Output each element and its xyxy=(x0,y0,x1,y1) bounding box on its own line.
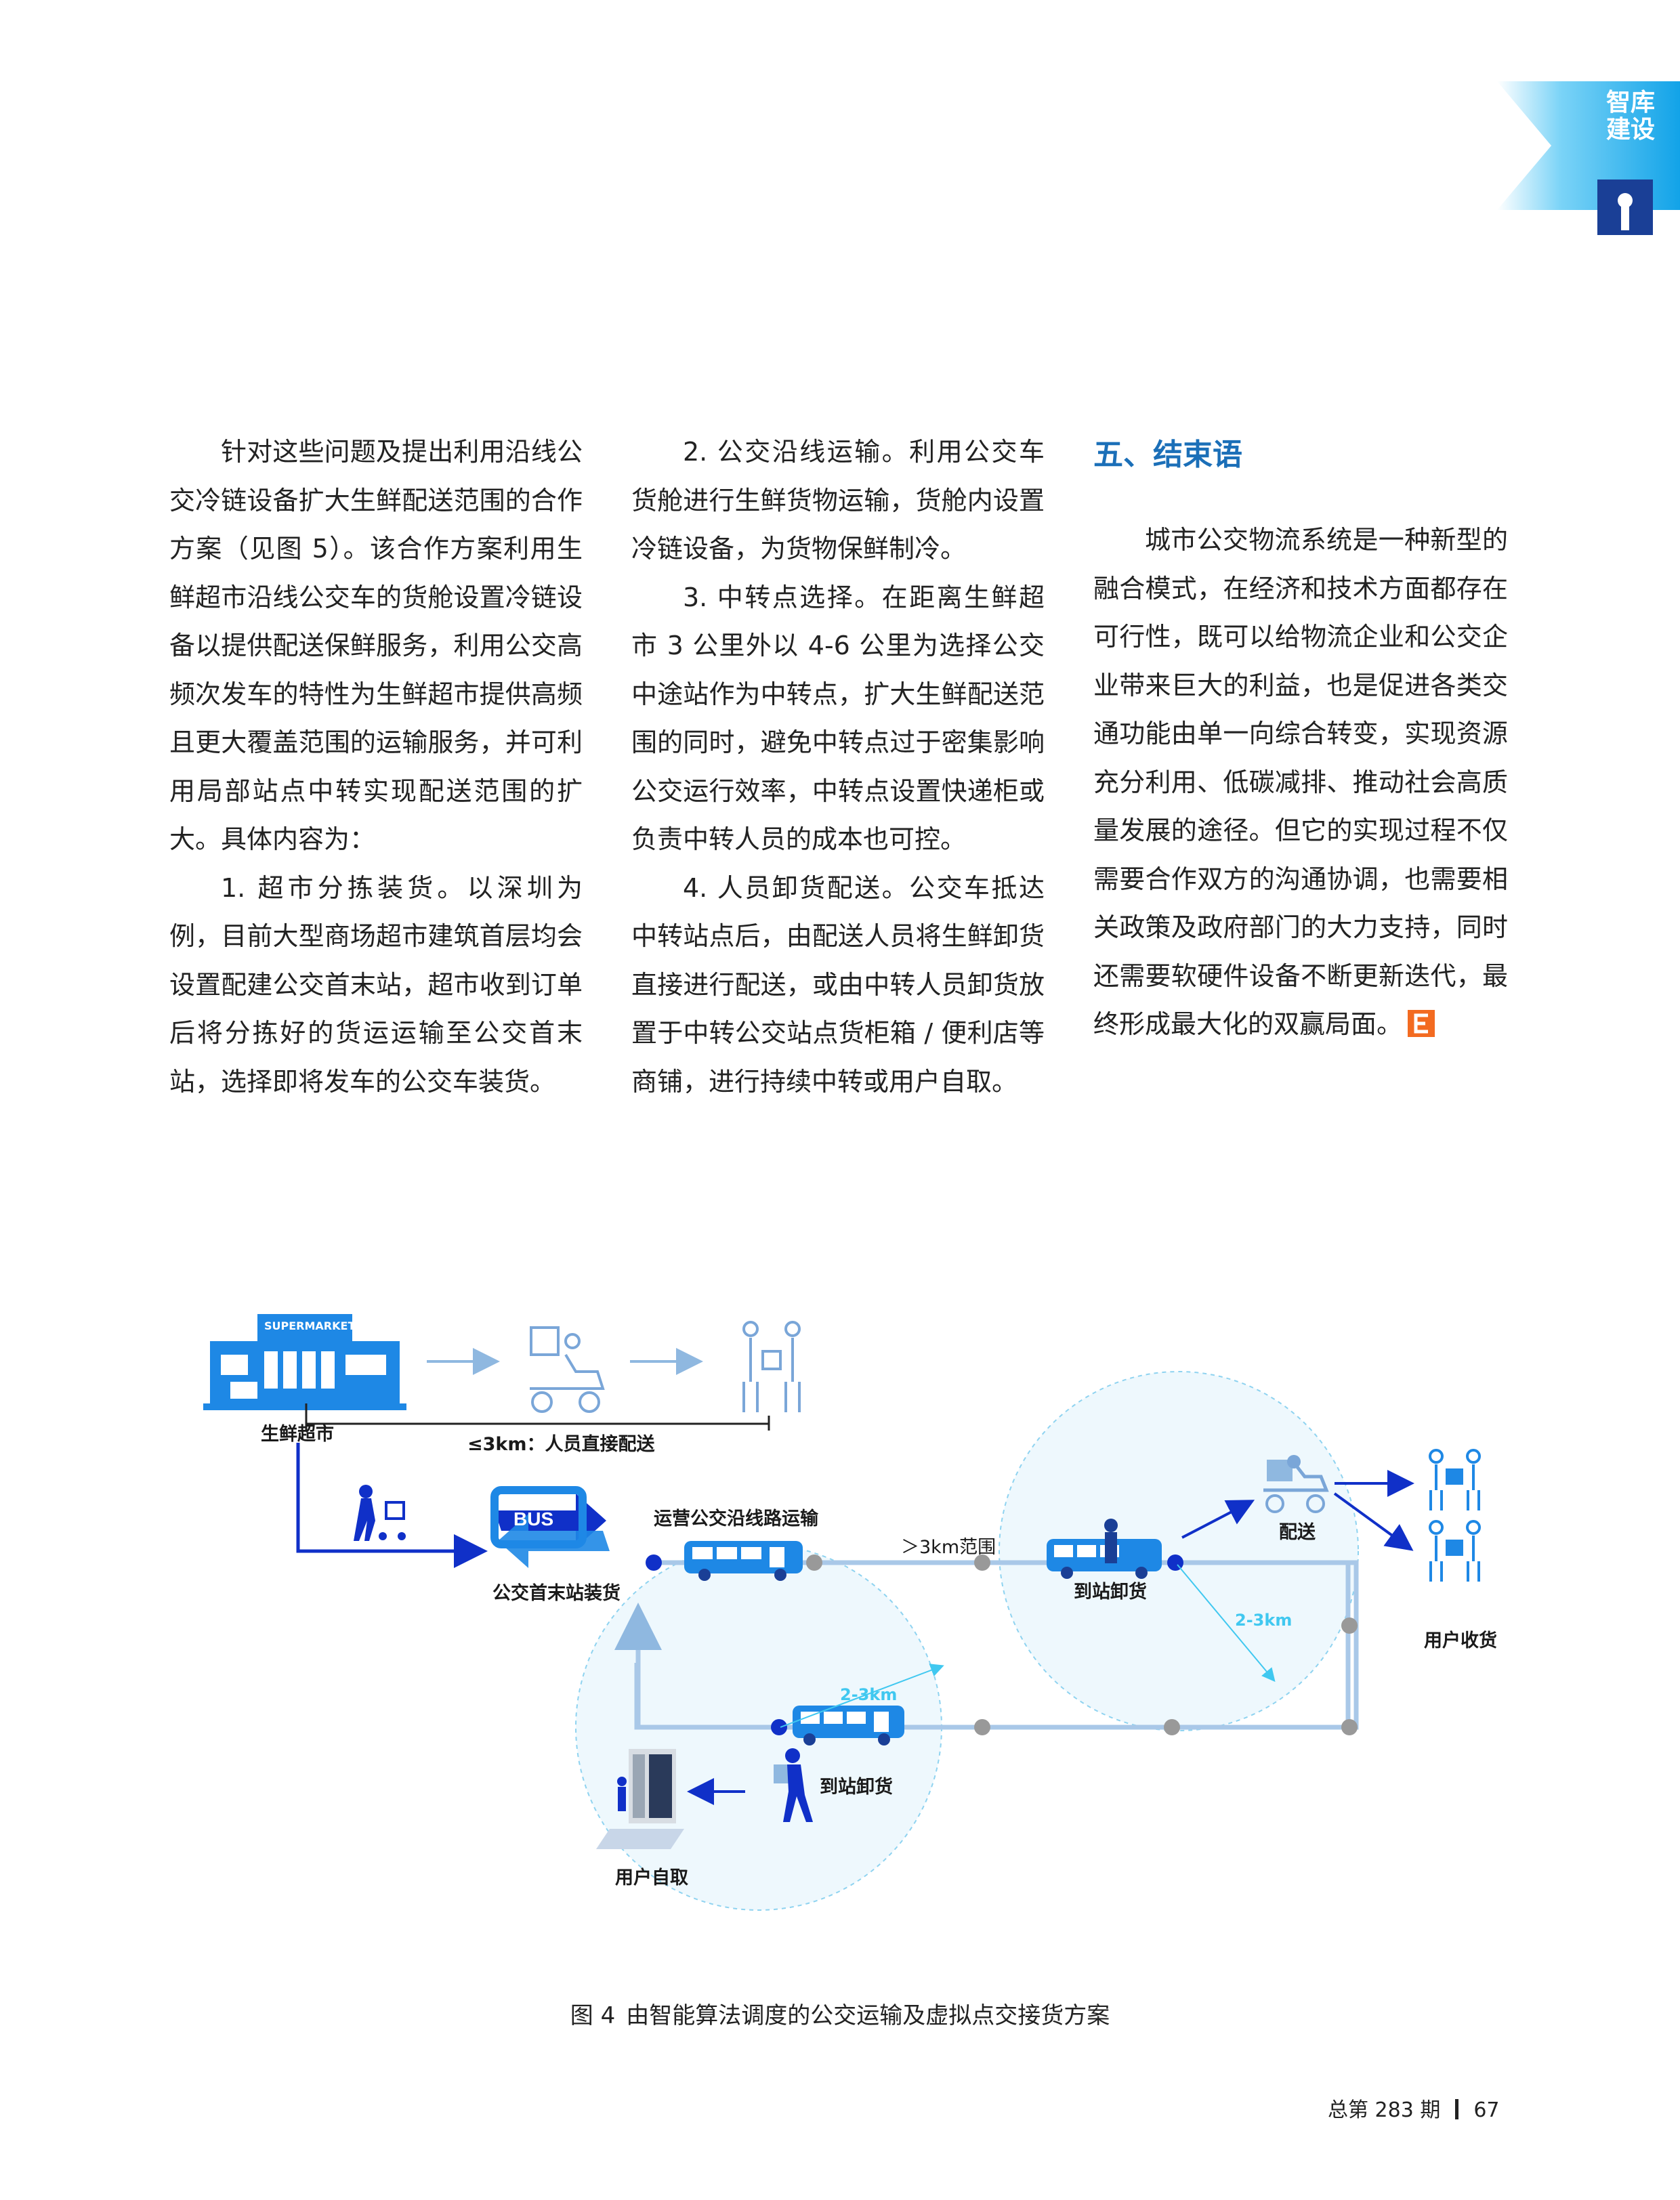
diagram-canvas: BUS xyxy=(203,1314,1481,1911)
flow-arrow xyxy=(1333,1492,1414,1551)
issue-number: 总第 283 期 xyxy=(1328,2098,1441,2122)
corner-tag xyxy=(1497,81,1680,235)
paragraph: 城市公交物流系统是一种新型的融合模式，在经济和技术方面都存在可行性，既可以给物流… xyxy=(1093,516,1508,1049)
handover-people-icon xyxy=(1429,1449,1481,1510)
cart-worker-icon xyxy=(354,1485,406,1541)
range-label: ＞3km范围 xyxy=(901,1537,996,1558)
bus-icon xyxy=(793,1706,904,1746)
corner-tag-line-2: 建设 xyxy=(1605,116,1655,144)
end-mark-icon xyxy=(1408,1010,1435,1037)
text-column-3: 五、结束语 城市公交物流系统是一种新型的融合模式，在经济和技术方面都存在可行性，… xyxy=(1093,428,1508,1049)
flow-arrow xyxy=(1181,1500,1255,1539)
receive-label: 用户收货 xyxy=(1424,1630,1497,1651)
text-column-2: 2. 公交沿线运输。利用公交车货舱进行生鲜货物运输，货舱内设置冷链设备，为货物保… xyxy=(631,428,1045,1106)
handover-people-icon xyxy=(1429,1520,1481,1582)
scooter-courier-icon xyxy=(1263,1455,1329,1513)
paragraph: 3. 中转点选择。在距离生鲜超市 3 公里外以 4-6 公里为选择公交中途站作为… xyxy=(631,582,1045,855)
corner-tag-label: 智库 建设 xyxy=(1593,89,1668,144)
bus-logo-text: BUS xyxy=(513,1508,553,1529)
paragraph: 针对这些问题及提出利用沿线公交冷链设备扩大生鲜配送范围的合作方案（见图 5）。该… xyxy=(169,437,583,854)
figure-caption: 图 4 由智能算法调度的公交运输及虚拟点交接货方案 xyxy=(0,1997,1680,2030)
handover-people-icon xyxy=(742,1321,801,1412)
bus-icon xyxy=(1047,1519,1162,1579)
direct-range-label: ≤3km：人员直接配送 xyxy=(467,1434,655,1455)
figure-diagram: BUS xyxy=(196,1287,1511,1964)
supermarket-label: 生鲜超市 xyxy=(261,1424,334,1445)
page-number: 67 xyxy=(1473,2098,1500,2122)
bus-stop xyxy=(806,1554,822,1571)
radius-arrow xyxy=(780,1664,944,1728)
footer-separator xyxy=(1455,2099,1459,2119)
radius-arrow xyxy=(1177,1564,1276,1683)
caption-number: 图 4 xyxy=(570,2002,616,2029)
bus-terminal-icon xyxy=(490,1486,610,1568)
bus-stop xyxy=(1341,1719,1358,1735)
section-heading: 五、结束语 xyxy=(1093,438,1242,472)
bus-stop-start xyxy=(646,1554,662,1571)
conclusion-text: 城市公交物流系统是一种新型的融合模式，在经济和技术方面都存在可行性，既可以给物流… xyxy=(1093,525,1508,1039)
paragraph: 2. 公交沿线运输。利用公交车货舱进行生鲜货物运输，货舱内设置冷链设备，为货物保… xyxy=(631,437,1045,564)
supermarket-icon xyxy=(203,1314,406,1410)
bus-stop xyxy=(1341,1617,1358,1634)
bus-stop-transfer xyxy=(771,1719,787,1735)
bus-stop xyxy=(974,1554,990,1571)
supermarket-sign: SUPERMARKET xyxy=(264,1319,356,1332)
paragraph: 4. 人员卸货配送。公交车抵达中转站点后，由配送人员将生鲜卸货直接进行配送，或由… xyxy=(631,872,1045,1097)
caption-text: 由智能算法调度的公交运输及虚拟点交接货方案 xyxy=(626,2002,1110,2029)
flow-arrow xyxy=(296,1443,488,1568)
bus-icon xyxy=(684,1541,803,1581)
bus-stop xyxy=(1164,1719,1180,1735)
radius-label-1: 2-3km xyxy=(1235,1611,1293,1630)
bus-stop xyxy=(974,1719,990,1735)
paragraph: 1. 超市分拣装货。以深圳为例，目前大型商场超市建筑首层均会设置配建公交首末站，… xyxy=(169,872,583,1097)
delivery-label: 配送 xyxy=(1279,1522,1316,1543)
page-footer: 总第 283 期 67 xyxy=(1328,2093,1500,2123)
route-label: 运营公交沿线路运输 xyxy=(654,1508,818,1529)
terminal-label: 公交首末站装货 xyxy=(492,1583,621,1604)
unload-label-2: 到站卸货 xyxy=(820,1777,893,1798)
locker-icon xyxy=(596,1749,684,1849)
corner-tag-line-1: 智库 xyxy=(1605,89,1655,117)
unload-label-1: 到站卸货 xyxy=(1074,1582,1147,1603)
courier-carrying-icon xyxy=(774,1748,813,1822)
pickup-label: 用户自取 xyxy=(615,1867,688,1888)
radius-label-2: 2-3km xyxy=(840,1685,898,1704)
scooter-courier-icon xyxy=(530,1326,605,1413)
text-column-1: 针对这些问题及提出利用沿线公交冷链设备扩大生鲜配送范围的合作方案（见图 5）。该… xyxy=(169,428,583,1106)
